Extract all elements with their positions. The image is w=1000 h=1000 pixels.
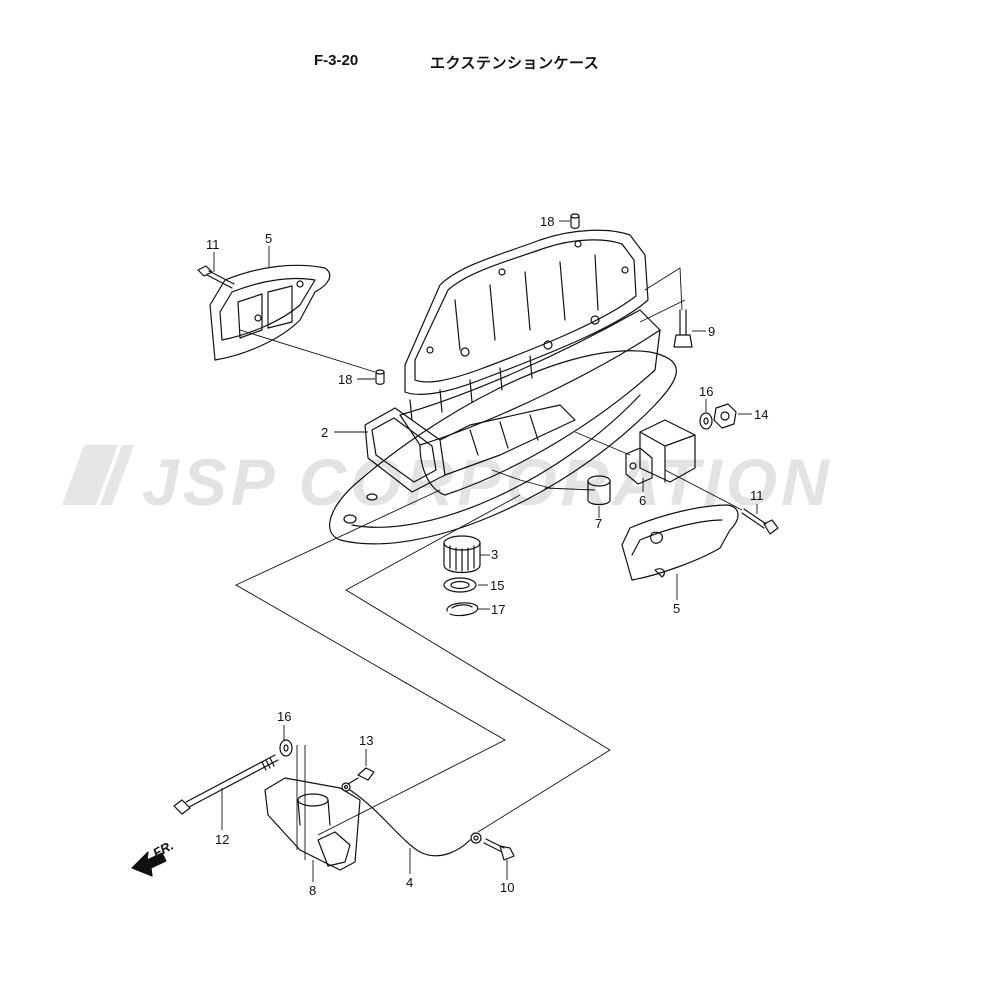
front-direction-arrow — [131, 851, 167, 877]
callout-7: 7 — [595, 516, 602, 531]
callout-12: 12 — [215, 832, 229, 847]
callout-16: 16 — [699, 384, 713, 399]
bolt-vertical — [673, 309, 693, 348]
callout-18: 18 — [338, 372, 352, 387]
mount-rubber — [625, 419, 696, 485]
washer — [443, 577, 477, 593]
callout-labels: 11 5 18 18 2 9 16 14 6 7 11 3 15 17 5 16… — [150, 214, 768, 898]
lower-bracket — [264, 777, 361, 871]
extension-case-body — [329, 229, 677, 545]
washer-lower — [279, 739, 293, 757]
figure-code: F-3-20 — [314, 52, 359, 69]
callout-8: 8 — [309, 883, 316, 898]
leader-lines — [213, 220, 758, 882]
arrow-icon — [131, 851, 167, 877]
callout-5: 5 — [673, 601, 680, 616]
watermark-logo: JSP CORPORATION — [62, 445, 833, 519]
callout-11: 11 — [206, 237, 220, 252]
side-cover-left — [209, 264, 331, 361]
bolt-left — [197, 265, 235, 289]
watermark-mark — [62, 445, 118, 505]
watermark-text: JSP CORPORATION — [142, 445, 833, 519]
collar — [587, 475, 611, 506]
long-bolt — [173, 754, 279, 815]
callout-16: 16 — [277, 709, 291, 724]
callout-17: 17 — [491, 602, 505, 617]
callout-15: 15 — [490, 578, 504, 593]
side-cover-right — [621, 504, 739, 581]
screw — [347, 767, 375, 785]
nut — [713, 403, 737, 429]
callout-14: 14 — [754, 407, 768, 422]
bolt-right — [741, 508, 779, 535]
assembly-guide-lines — [235, 267, 743, 860]
callout-11: 11 — [750, 488, 764, 503]
callout-3: 3 — [491, 547, 498, 562]
bolt-lower — [483, 838, 515, 861]
washer-small — [699, 412, 713, 430]
callout-18: 18 — [540, 214, 554, 229]
snap-ring — [446, 602, 479, 617]
callout-4: 4 — [406, 875, 413, 890]
dowel-pin-top — [570, 213, 580, 229]
callout-6: 6 — [639, 493, 646, 508]
callout-9: 9 — [708, 324, 715, 339]
ground-wire — [341, 782, 482, 857]
callout-5: 5 — [265, 231, 272, 246]
figure-title: エクステンションケース — [430, 55, 600, 72]
callout-13: 13 — [359, 733, 373, 748]
bushing — [443, 535, 481, 574]
callout-10: 10 — [500, 880, 514, 895]
callout-2: 2 — [321, 425, 328, 440]
dowel-pin-left — [375, 369, 385, 385]
